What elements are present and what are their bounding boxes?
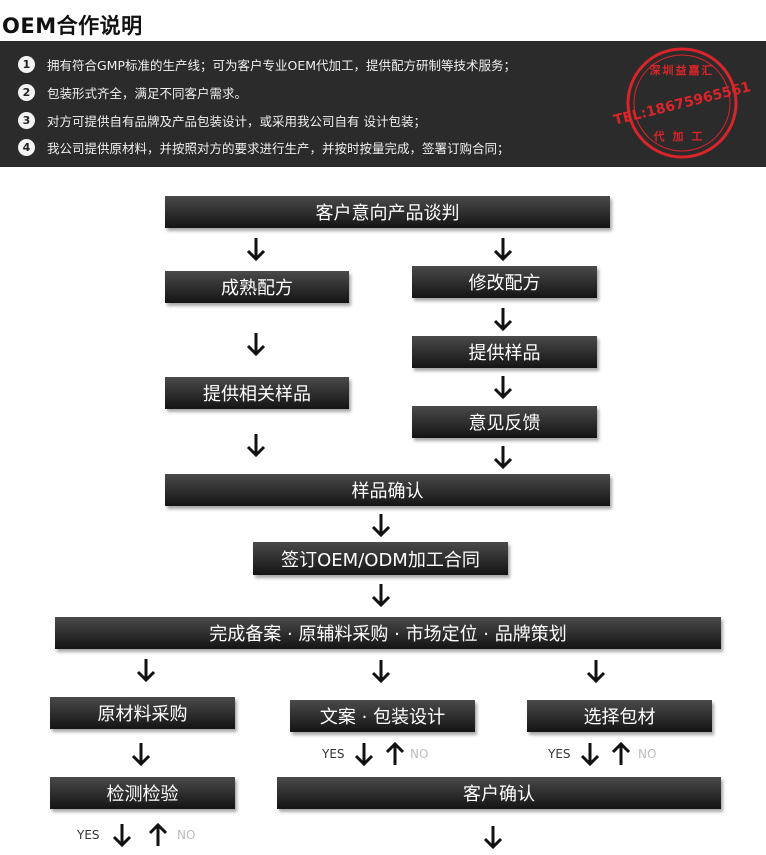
company-stamp: 深圳益嘉汇 TEL:18675965561 代加工 xyxy=(612,47,752,159)
intro-text: 我公司提供原材料，并按照对方的要求进行生产，并按时按量完成，签署订购合同； xyxy=(47,140,510,156)
no-label: NO xyxy=(177,828,196,842)
arrow-down-icon xyxy=(354,743,374,767)
arrow-down-icon xyxy=(371,514,391,538)
step-customer-confirm: 客户确认 xyxy=(277,777,721,809)
arrow-up-icon xyxy=(611,741,631,765)
step-mature-formula: 成熟配方 xyxy=(165,271,349,303)
arrow-down-icon xyxy=(580,743,600,767)
intro-text: 包装形式齐全，满足不同客户需求。 xyxy=(47,85,248,101)
number-badge: 1 xyxy=(18,55,35,73)
yes-label: YES xyxy=(322,747,345,761)
arrow-down-icon xyxy=(586,660,606,684)
no-label: NO xyxy=(638,747,657,761)
intro-panel: 1 拥有符合GMP标准的生产线；可为客户专业OEM代加工，提供配方研制等技术服务… xyxy=(0,41,766,167)
intro-item: 2 包装形式齐全，满足不同客户需求。 xyxy=(18,79,247,105)
step-provide-sample: 提供样品 xyxy=(412,336,597,368)
step-sample-confirm: 样品确认 xyxy=(165,474,610,506)
intro-text: 拥有符合GMP标准的生产线；可为客户专业OEM代加工，提供配方研制等技术服务； xyxy=(47,57,517,73)
arrow-down-icon xyxy=(131,743,151,767)
no-label: NO xyxy=(410,747,429,761)
arrow-down-icon xyxy=(493,446,513,470)
arrow-down-icon xyxy=(493,376,513,400)
step-filing: 完成备案 · 原辅料采购 · 市场定位 · 品牌策划 xyxy=(55,617,721,649)
arrow-down-icon xyxy=(371,584,391,608)
arrow-down-icon xyxy=(246,238,266,262)
step-sign-contract: 签订OEM/ODM加工合同 xyxy=(253,542,508,575)
intro-item: 1 拥有符合GMP标准的生产线；可为客户专业OEM代加工，提供配方研制等技术服务… xyxy=(18,51,516,77)
svg-text:代加工: 代加工 xyxy=(653,129,711,143)
page-title: OEM合作说明 xyxy=(2,14,143,38)
step-choose-material: 选择包材 xyxy=(527,700,712,732)
intro-text: 对方可提供自有品牌及产品包装设计，或采用我公司自有 设计包装； xyxy=(47,113,426,129)
number-badge: 4 xyxy=(18,138,35,156)
number-badge: 2 xyxy=(18,83,35,101)
arrow-down-icon xyxy=(483,826,503,850)
number-badge: 3 xyxy=(18,111,35,129)
arrow-down-icon xyxy=(493,308,513,332)
step-inspection: 检测检验 xyxy=(50,777,235,809)
step-related-sample: 提供相关样品 xyxy=(165,377,349,409)
arrow-up-icon xyxy=(148,822,168,846)
svg-text:深圳益嘉汇: 深圳益嘉汇 xyxy=(650,63,715,77)
intro-item: 3 对方可提供自有品牌及产品包装设计，或采用我公司自有 设计包装； xyxy=(18,107,426,133)
arrow-down-icon xyxy=(371,660,391,684)
step-copy-design: 文案 · 包装设计 xyxy=(290,700,475,732)
intro-item: 4 我公司提供原材料，并按照对方的要求进行生产，并按时按量完成，签署订购合同； xyxy=(18,134,510,160)
arrow-up-icon xyxy=(385,741,405,765)
arrow-down-icon xyxy=(493,238,513,262)
step-modify-formula: 修改配方 xyxy=(412,266,597,298)
arrow-down-icon xyxy=(246,434,266,458)
arrow-down-icon xyxy=(136,659,156,683)
arrow-down-icon xyxy=(246,333,266,357)
yes-label: YES xyxy=(77,828,100,842)
step-negotiation: 客户意向产品谈判 xyxy=(165,196,610,228)
step-feedback: 意见反馈 xyxy=(412,406,597,438)
arrow-down-icon xyxy=(112,824,132,848)
yes-label: YES xyxy=(548,747,571,761)
step-raw-purchase: 原材料采购 xyxy=(50,697,235,729)
